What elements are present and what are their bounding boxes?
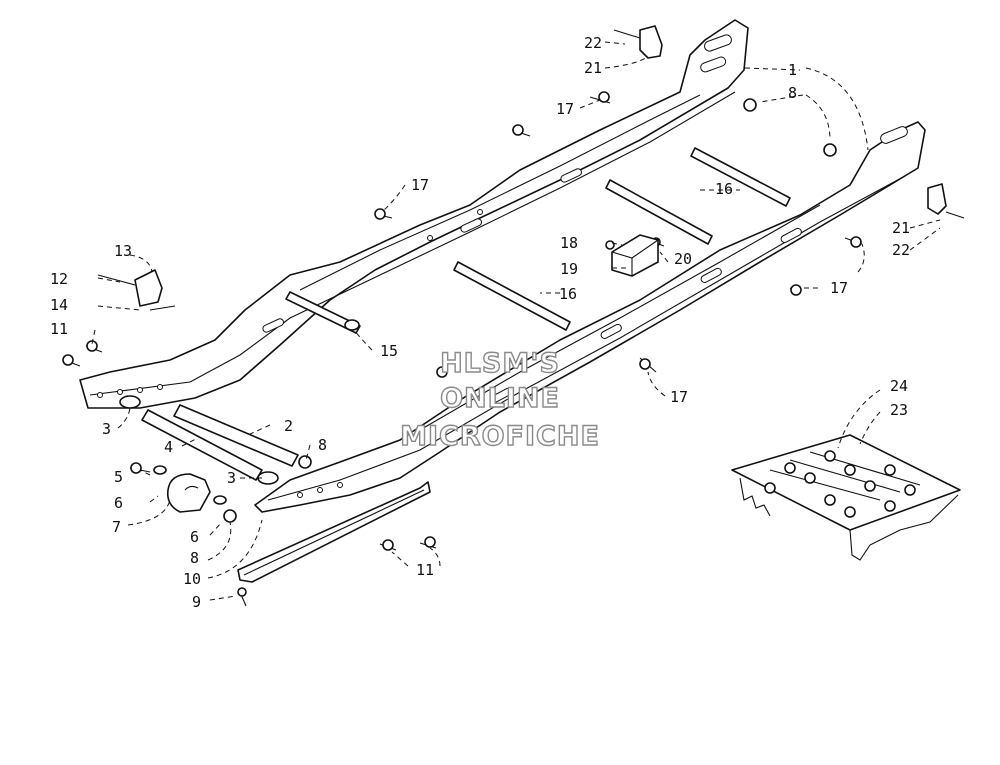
callout-20: 20	[674, 250, 692, 268]
callout-4: 4	[164, 438, 173, 456]
callout-labels: 1 2 3 3 4 5 6 6 7 8 8 8 9 10 11 11 12 13…	[50, 34, 910, 611]
callout-17d: 17	[670, 388, 688, 406]
callout-13: 13	[114, 242, 132, 260]
callout-11b: 11	[416, 561, 434, 579]
watermark: HLSM'S ONLINE MICROFICHE	[399, 347, 600, 452]
callout-19: 19	[560, 260, 578, 278]
callout-8c: 8	[190, 549, 199, 567]
idler-wheel	[166, 473, 211, 513]
leader-lines	[91, 41, 941, 601]
callout-8a: 8	[788, 84, 797, 102]
left-slide-rail	[79, 19, 749, 409]
watermark-line-1: HLSM'S	[440, 348, 560, 379]
callout-22a: 22	[584, 34, 602, 52]
callout-23: 23	[890, 401, 908, 419]
callout-21b: 21	[892, 219, 910, 237]
callout-8b: 8	[318, 436, 327, 454]
front-bracket	[97, 269, 176, 311]
watermark-line-2: ONLINE	[440, 383, 560, 414]
hardware	[62, 91, 863, 607]
right-slide-rail	[254, 121, 926, 513]
callout-17c: 17	[830, 279, 848, 297]
callout-9: 9	[192, 593, 201, 611]
callout-3b: 3	[227, 469, 236, 487]
callout-16a: 16	[715, 180, 733, 198]
callout-3a: 3	[102, 420, 111, 438]
callout-6b: 6	[190, 528, 199, 546]
front-axles	[119, 395, 299, 485]
watermark-line-3: MICROFICHE	[400, 421, 600, 452]
callout-14: 14	[50, 296, 68, 314]
callout-16b: 16	[559, 285, 577, 303]
callout-15: 15	[380, 342, 398, 360]
callout-11a: 11	[50, 320, 68, 338]
callout-2: 2	[284, 417, 293, 435]
callout-17a: 17	[556, 100, 574, 118]
wear-strip	[237, 481, 431, 583]
callout-7: 7	[112, 518, 121, 536]
callout-22b: 22	[892, 241, 910, 259]
cross-shafts	[285, 147, 791, 334]
callout-6a: 6	[114, 494, 123, 512]
callout-12: 12	[50, 270, 68, 288]
callout-18: 18	[560, 234, 578, 252]
callout-10: 10	[183, 570, 201, 588]
stopper-block	[611, 234, 659, 277]
rail-brackets	[613, 25, 965, 219]
callout-1: 1	[788, 61, 797, 79]
callout-24: 24	[890, 377, 908, 395]
callout-5: 5	[114, 468, 123, 486]
callout-21a: 21	[584, 59, 602, 77]
callout-17b: 17	[411, 176, 429, 194]
track-clips	[731, 434, 961, 561]
